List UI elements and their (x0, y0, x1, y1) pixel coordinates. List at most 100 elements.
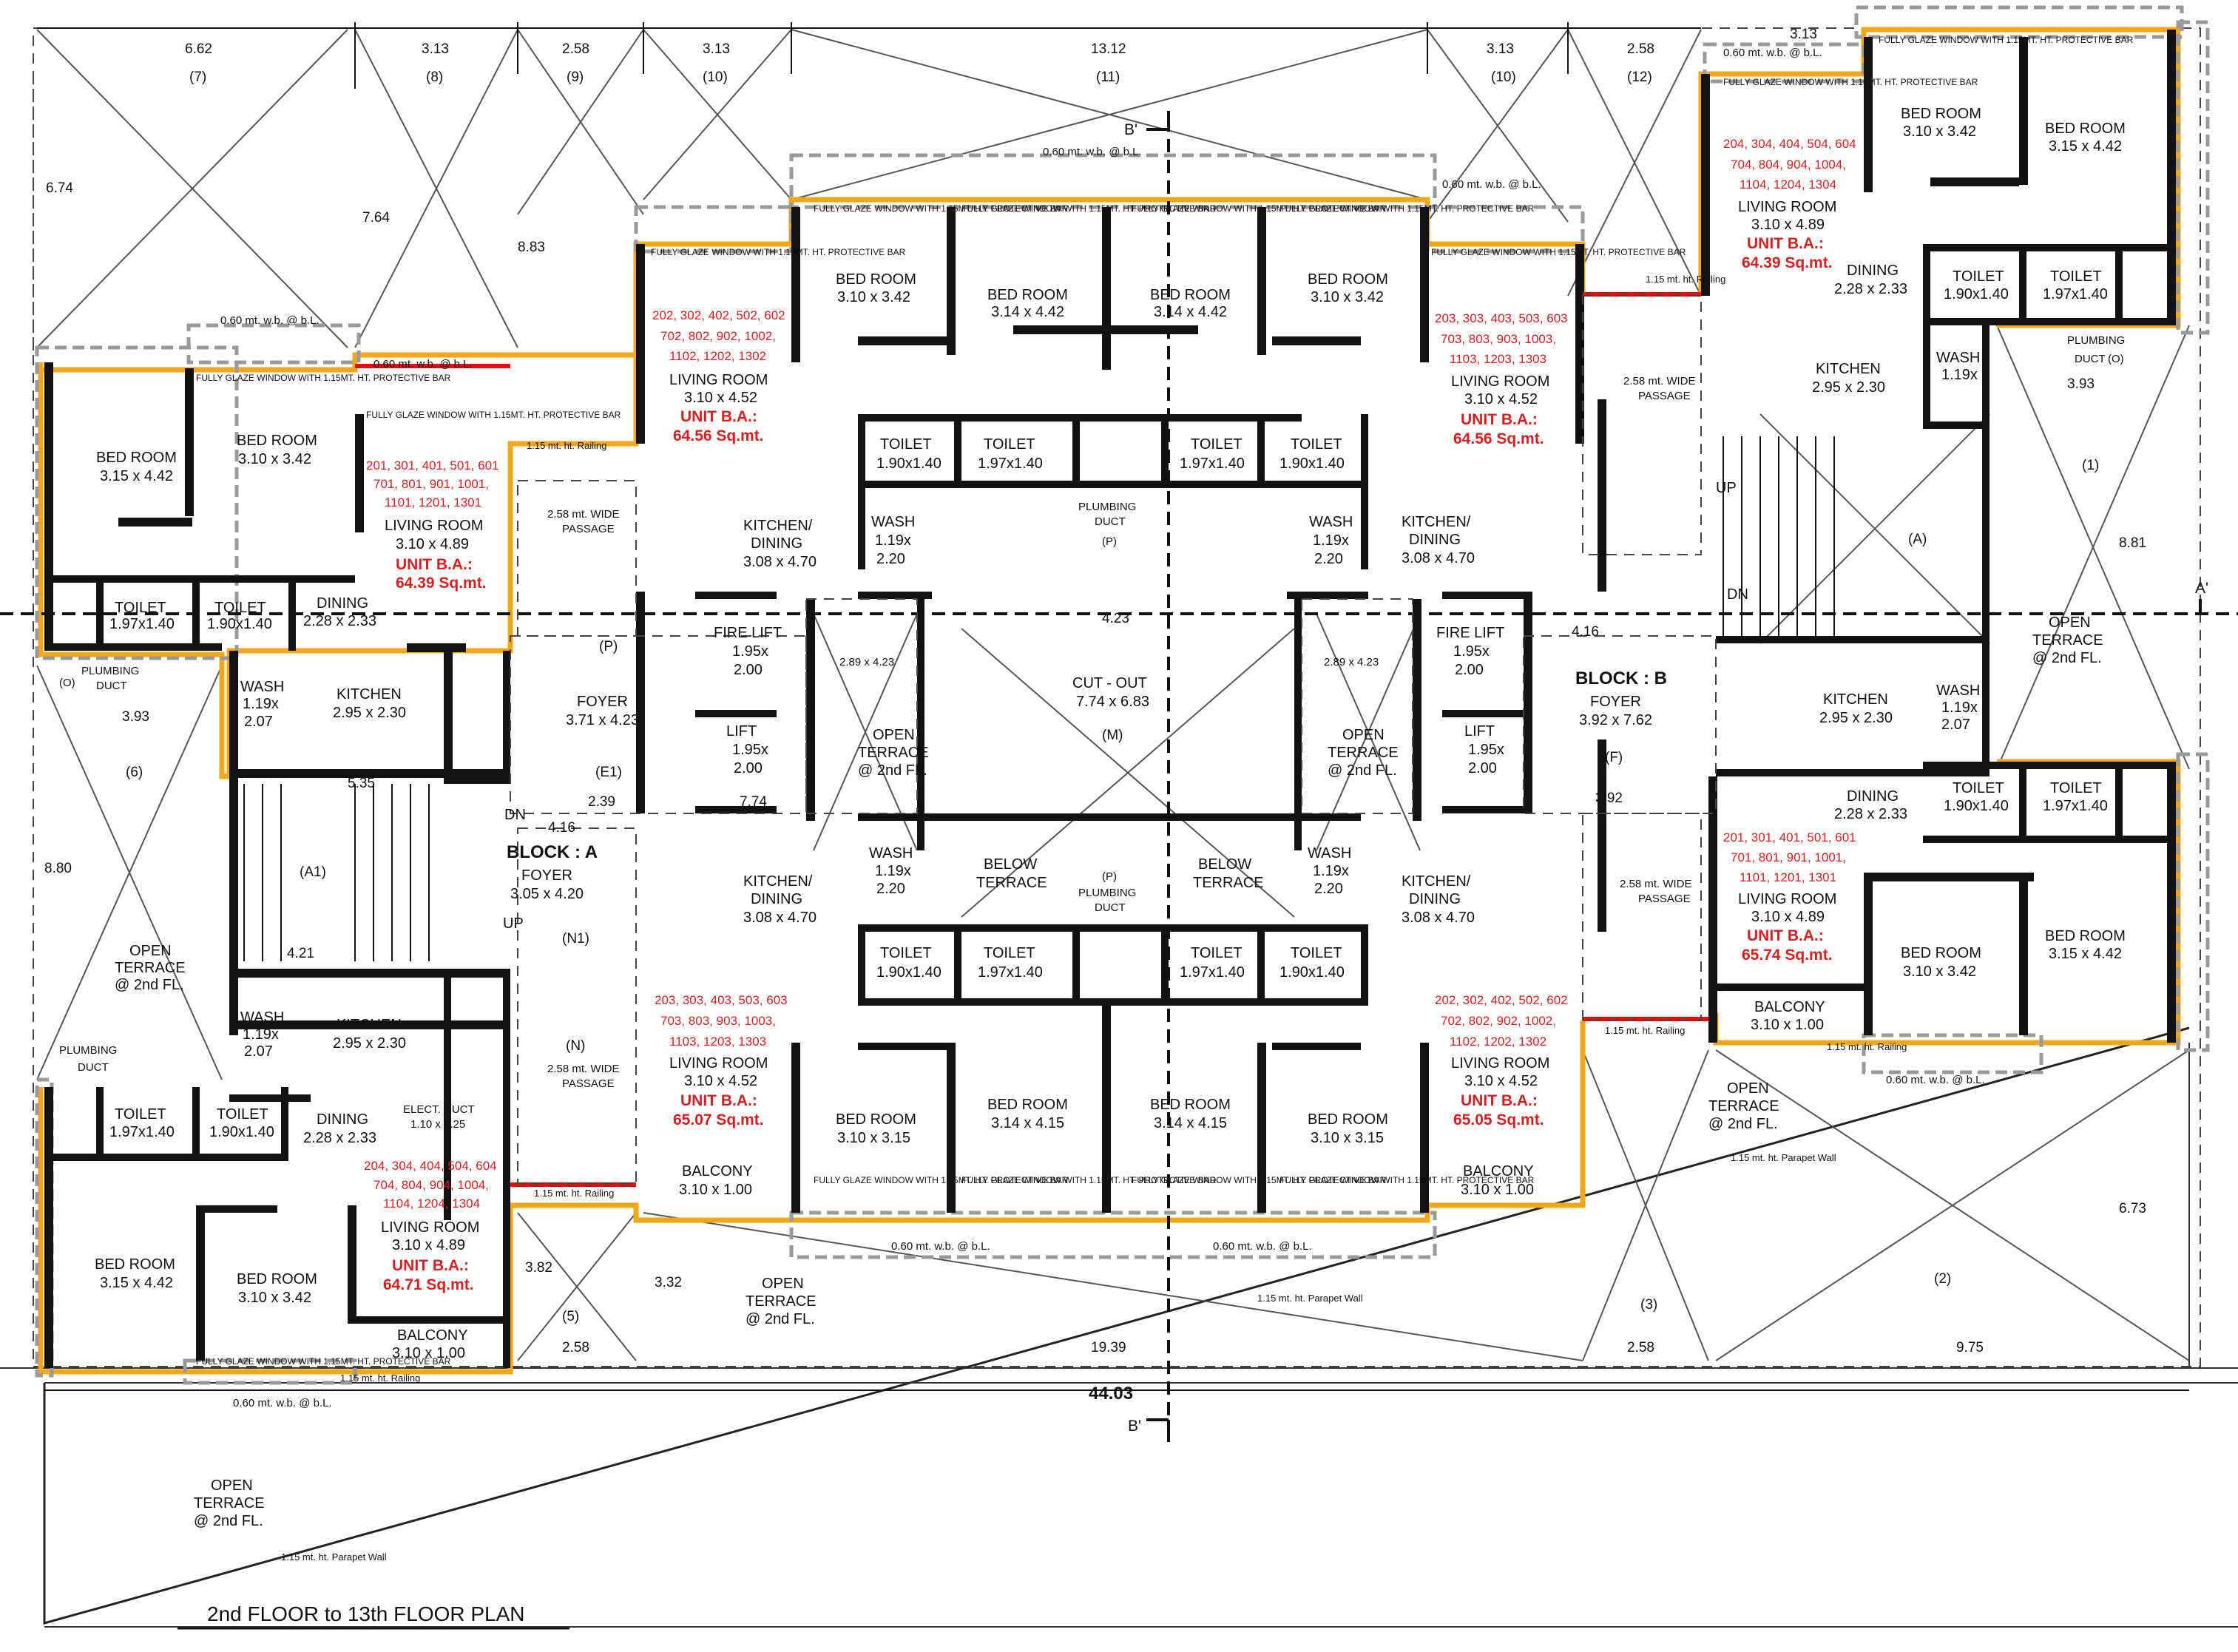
unit-ba-label: UNIT B.A.: (1747, 927, 1824, 944)
toilet-label: TOILET (880, 945, 932, 961)
unit-no-line: 702, 802, 902, 1002, (660, 329, 776, 343)
bedroom-label: BED ROOM (2045, 121, 2126, 137)
zone-label: (E1) (595, 765, 622, 780)
foyer-dim: 3.92 x 7.62 (1579, 712, 1652, 728)
block-b-core: BLOCK : B FOYER 3.92 x 7.62 (F) 3.92 4.1… (547, 375, 1748, 1090)
passage-label: PASSAGE (1638, 390, 1691, 402)
toilet-label: TOILET (2050, 780, 2102, 796)
bedroom-label: BED ROOM (1901, 106, 1981, 122)
dim-label: 4.16 (548, 820, 575, 836)
bottom-annotations: OPEN TERRACE @ 2nd FL. 2.58 3.32 19.39 2… (194, 1271, 1984, 1625)
lift-label: LIFT (726, 723, 757, 739)
side-dim: 3.82 (525, 1260, 552, 1276)
dashed-guides (0, 118, 2238, 1435)
dim-label: 4.21 (287, 946, 314, 961)
living-label: LIVING ROOM (385, 518, 483, 534)
at-floor-label: @ 2nd FL. (858, 762, 927, 779)
living-dim: 3.10 x 4.89 (1751, 909, 1825, 925)
side-dim: 8.81 (2119, 535, 2146, 551)
wash-label: WASH (869, 845, 913, 861)
wash-dim: 1.19x (1313, 863, 1349, 879)
wb-note: 0.60 mt. w.b. @ b.L. (1213, 1240, 1312, 1253)
bedroom-label: BED ROOM (237, 1271, 317, 1287)
toilet-label: TOILET (1291, 945, 1342, 961)
side-dim: 6.74 (46, 180, 73, 196)
top-label-5: (11) (1096, 70, 1120, 85)
walls (44, 30, 2176, 1368)
railings (355, 292, 1708, 1187)
unit-no-line: 1104, 1204, 1304 (383, 1196, 480, 1211)
block-a-label: BLOCK : A (507, 842, 598, 862)
window-note: FULLY GLAZE WINDOW WITH 1.15MT. HT. PROT… (1431, 247, 1686, 257)
wb-note: 0.60 mt. w.b. @ b.L. (220, 314, 320, 327)
dining-label: DINING (317, 595, 368, 612)
window-note: FULLY GLAZE WINDOW WITH 1.15MT. HT. PROT… (1279, 1175, 1535, 1185)
living-dim: 3.10 x 4.52 (684, 1073, 757, 1089)
railing-note: 1.15 mt. ht. Railing (527, 440, 606, 451)
unit-ba-label: UNIT B.A.: (1461, 1092, 1538, 1109)
kitchen-label: KITCHEN (1816, 361, 1881, 377)
balcony-dim: 3.10 x 1.00 (392, 1345, 465, 1361)
unit-201-right: KITCHEN 2.95 x 2.30 WASH 1.19x 2.07 DINI… (1708, 683, 2126, 1132)
top-dimension-lines (37, 22, 2189, 1391)
bedroom-dim: 3.10 x 3.15 (837, 1130, 910, 1146)
living-dim: 3.10 x 4.89 (392, 1237, 465, 1253)
at-floor-label: @ 2nd FL. (2032, 650, 2102, 666)
unit-no-line: 704, 804, 904, 1004, (373, 1178, 489, 1192)
dim-label: 3.93 (122, 709, 149, 725)
side-dimensions: 6.74 7.64 8.83 8.80 8.81 6.73 3.82 (44, 180, 2146, 1276)
wb-note: 0.60 mt. w.b. @ b.L. (233, 1397, 332, 1409)
passage-label: PASSAGE (562, 523, 615, 535)
top-dimensions: 6.62 3.13 2.58 3.13 13.12 3.13 2.58 3.13… (185, 27, 1817, 85)
block-b-label: BLOCK : B (1575, 668, 1667, 688)
balcony-label: BALCONY (1463, 1163, 1534, 1179)
kitchen-dining-label: KITCHEN/ (1402, 514, 1471, 530)
window-note: FULLY GLAZE WINDOW WITH 1.15MT. HT. PROT… (814, 203, 1069, 214)
foyer-label: FOYER (1590, 694, 1641, 710)
central-core: CUT - OUT 7.74 x 6.83 (M) 4.23 FIRE LIFT… (714, 611, 1504, 914)
unit-203-bottom: KITCHEN/ DINING 3.08 x 4.70 WASH 1.19x 2… (655, 845, 1068, 1198)
zone-label: (A1) (300, 864, 326, 880)
window-note: FULLY GLAZE WINDOW WITH 1.15MT. HT. PROT… (1279, 203, 1535, 214)
toilet-dim: 1.90x1.40 (207, 616, 272, 632)
balcony-label: BALCONY (1754, 999, 1825, 1015)
dim-label: 4.23 (1102, 611, 1129, 626)
zone-label: (A) (1908, 532, 1927, 547)
top-dim-3: 2.58 (562, 41, 589, 57)
living-label: LIVING ROOM (1451, 373, 1549, 390)
living-label: LIVING ROOM (669, 1055, 768, 1072)
bedroom-label: BED ROOM (836, 1111, 916, 1128)
wide-passage-label: 2.58 mt. WIDE (547, 508, 620, 521)
wash-dim-2: 2.20 (876, 881, 905, 897)
side-dim: 8.80 (44, 861, 72, 876)
block-a-core: BLOCK : A FOYER 3.05 x 4.20 FOYER 3.71 x… (287, 639, 767, 1054)
toilet-dim: 1.97x1.40 (109, 616, 175, 632)
unit-204-lower-block: OPEN TERRACE @ 2nd FL. PLUMBING DUCT TOI… (59, 943, 497, 1361)
kitchen-dining-label-2: DINING (751, 891, 802, 907)
at-floor-label: @ 2nd FL. (1328, 762, 1397, 779)
fire-lift-label: FIRE LIFT (1436, 625, 1504, 641)
bedroom-label: BED ROOM (2045, 928, 2126, 944)
zone-label: (O) (59, 677, 75, 689)
kitchen-label: KITCHEN (337, 1017, 402, 1033)
living-label: LIVING ROOM (1451, 1055, 1549, 1072)
fire-lift-label: FIRE LIFT (714, 625, 782, 641)
bedroom-label: BED ROOM (95, 1256, 175, 1273)
lift-dim: 1.95x (1468, 742, 1504, 758)
balcony-label: BALCONY (397, 1327, 468, 1344)
at-floor-label: @ 2nd FL. (194, 1513, 263, 1529)
bottom-dim: 3.32 (655, 1275, 682, 1290)
kitchen-label: KITCHEN (337, 686, 402, 703)
top-label-4: (10) (703, 70, 728, 85)
dining-dim: 2.28 x 2.33 (303, 613, 376, 629)
top-dim-6: 3.13 (1487, 41, 1514, 57)
kitchen-dining-label: KITCHEN/ (1402, 873, 1471, 890)
terrace-label: TERRACE (2032, 632, 2103, 649)
foyer-dim: 3.05 x 4.20 (510, 886, 584, 902)
wash-label: WASH (1309, 514, 1353, 530)
dining-dim: 2.28 x 2.33 (1834, 806, 1907, 822)
duct-label: DUCT (1095, 515, 1126, 528)
living-dim: 3.10 x 4.89 (1751, 217, 1825, 233)
plumbing-label: PLUMBING (81, 665, 139, 677)
